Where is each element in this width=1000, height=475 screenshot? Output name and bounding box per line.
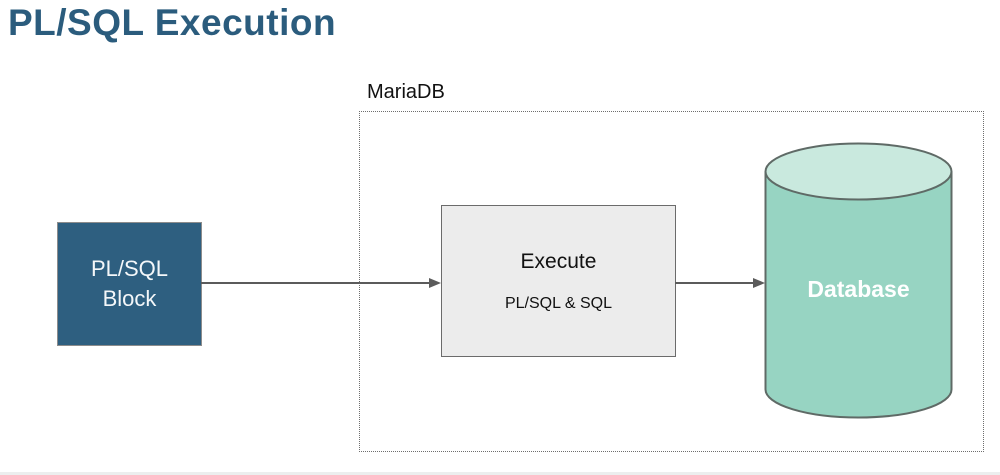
execute-subtitle: PL/SQL & SQL bbox=[504, 294, 612, 312]
mariadb-container-label: MariaDB bbox=[367, 81, 445, 103]
slide-bottom-edge bbox=[0, 472, 1000, 475]
plsql-block-label-line1: PL/SQL bbox=[90, 256, 169, 281]
database-label: Database bbox=[807, 276, 910, 302]
node-plsql-block[interactable]: PL/SQL Block bbox=[57, 222, 202, 346]
execute-title: Execute bbox=[520, 249, 597, 273]
node-execute[interactable]: Execute PL/SQL & SQL bbox=[441, 205, 676, 357]
plsql-block-label-line2: Block bbox=[102, 286, 157, 311]
arrow-plsql-to-execute bbox=[201, 278, 441, 288]
database-cylinder-top bbox=[764, 142, 953, 201]
arrow-execute-to-database bbox=[675, 278, 765, 288]
arrowhead-icon bbox=[753, 278, 765, 288]
arrow-shaft bbox=[675, 282, 754, 284]
mariadb-container-boundary bbox=[359, 111, 984, 452]
page-title: PL/SQL Execution bbox=[8, 2, 337, 43]
database-cylinder-icon[interactable] bbox=[764, 142, 953, 419]
arrow-shaft bbox=[201, 282, 430, 284]
arrowhead-icon bbox=[429, 278, 441, 288]
database-cylinder-body bbox=[764, 171, 953, 419]
